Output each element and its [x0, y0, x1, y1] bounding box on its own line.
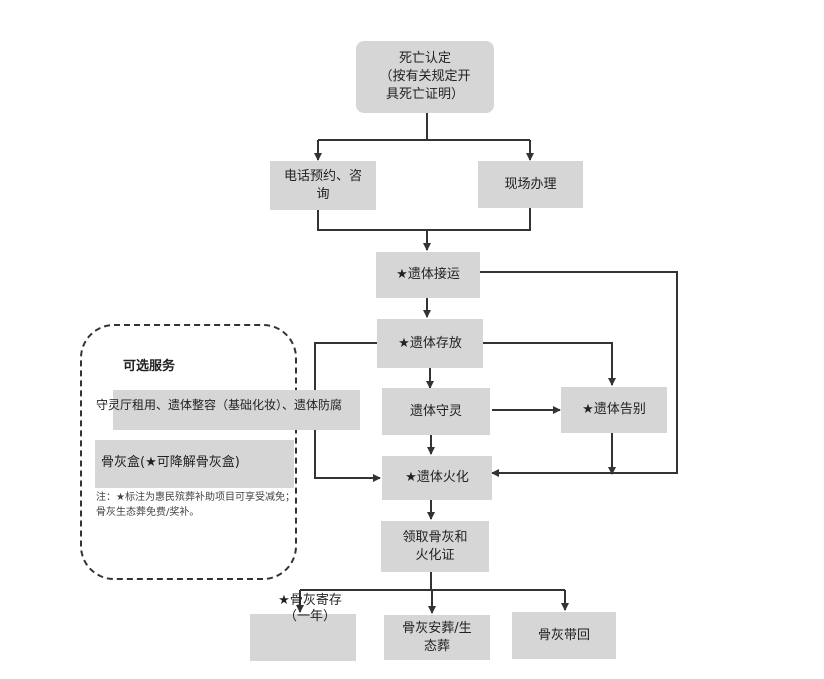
step-death-certification: 死亡认定 （按有关规定开 具死亡证明） [356, 41, 494, 113]
step-collect-ashes: 领取骨灰和 火化证 [381, 521, 489, 572]
step-ash-burial: 骨灰安葬/生 态葬 [384, 615, 490, 660]
step-phone-appointment: 电话预约、咨 询 [270, 161, 376, 210]
step-cremation: ★遗体火化 [382, 456, 492, 500]
optional-services-panel [80, 324, 297, 580]
optional-services-list: 守灵厅租用、遗体整容（基础化妆）、遗体防腐 [96, 398, 343, 412]
step-vigil: 遗体守灵 [382, 388, 490, 435]
step-farewell: ★遗体告别 [561, 387, 667, 433]
urn-option: 骨灰盒(★可降解骨灰盒) [101, 455, 240, 470]
optional-services-bg [113, 390, 360, 430]
step-ash-take-home: 骨灰带回 [512, 612, 616, 659]
subsidy-note: 注：★标注为惠民殡葬补助项目可享受减免；骨灰生态葬免费/奖补。 [96, 492, 295, 518]
step-body-transport: ★遗体接运 [376, 252, 480, 298]
step-ash-storage-label: ★骨灰寄存 （一年） [278, 593, 342, 624]
step-ash-storage [250, 614, 356, 661]
step-onsite: 现场办理 [478, 161, 583, 208]
optional-services-title: 可选服务 [123, 359, 176, 374]
urn-option-bg [95, 440, 294, 488]
step-body-storage: ★遗体存放 [377, 319, 483, 368]
